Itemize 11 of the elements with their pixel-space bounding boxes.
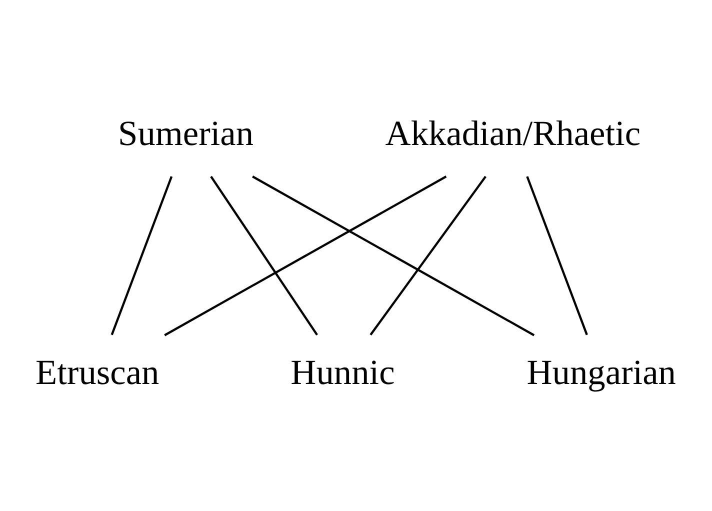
connector: [370, 175, 486, 335]
connector: [526, 176, 588, 335]
connector: [110, 176, 173, 335]
node-text: Hunnic: [290, 351, 395, 392]
connector: [210, 175, 318, 335]
node-text: Sumerian: [118, 112, 254, 153]
node-text: Hungarian: [526, 351, 676, 392]
connector: [252, 175, 535, 336]
connector: [164, 175, 447, 336]
node-text: Akkadian/Rhaetic: [385, 112, 641, 153]
node-text: Etruscan: [36, 351, 160, 392]
